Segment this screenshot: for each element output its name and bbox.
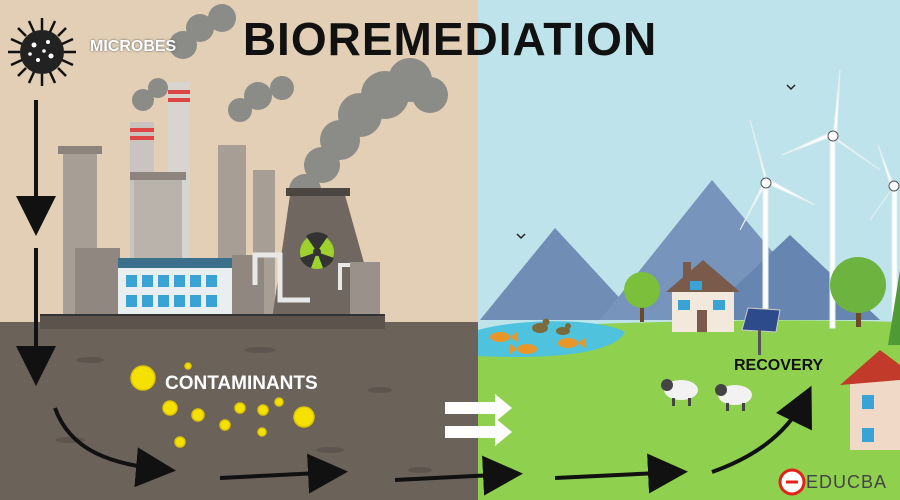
page-title: BIOREMEDIATION [242, 13, 658, 65]
grass-field [478, 320, 900, 500]
transition-arrow-icon [445, 394, 512, 446]
factory-icon [40, 82, 385, 329]
tree-icon [624, 257, 900, 345]
bird-icon [516, 84, 796, 240]
brand-watermark: EDUCBA [776, 468, 896, 496]
contaminants-label: CONTAMINANTS [165, 373, 318, 394]
recovery-label: RECOVERY [734, 357, 824, 374]
wind-turbine-icon [739, 69, 900, 329]
microbe-icon [8, 18, 76, 86]
brand-name: EDUCBA [806, 472, 888, 492]
house-icon [666, 260, 740, 332]
solar-panel-icon [741, 307, 781, 355]
house-icon [840, 350, 900, 450]
smoke-icon [132, 4, 448, 206]
sheep-icon [661, 379, 752, 411]
fish-icon [490, 332, 585, 354]
educba-logo-icon [778, 468, 806, 496]
nuclear-icon [300, 232, 334, 269]
process-arrow-icon [16, 100, 812, 496]
duck-icon [532, 318, 571, 335]
microbes-label: MICROBES [90, 38, 177, 55]
contaminant-icon [130, 362, 315, 448]
